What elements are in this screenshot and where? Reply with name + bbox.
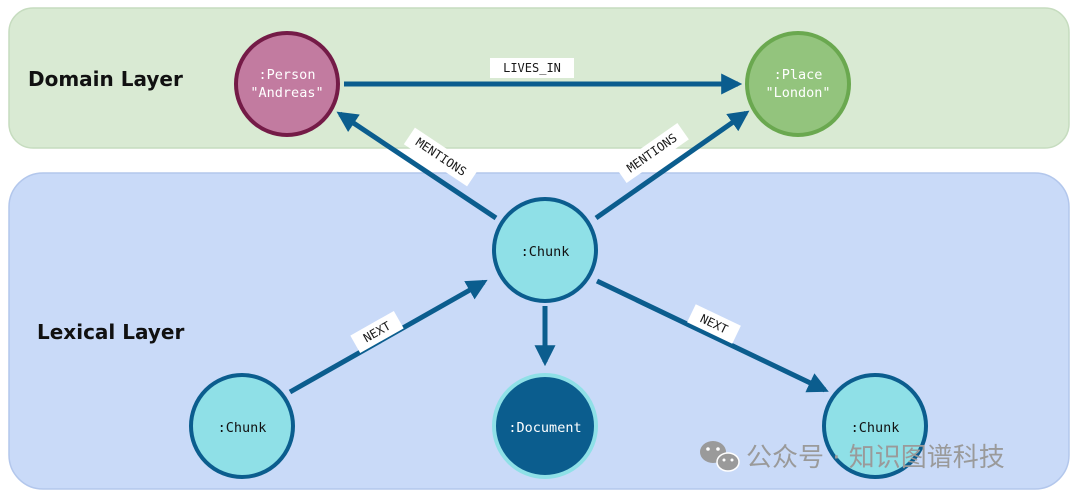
node-person-value: "Andreas" xyxy=(250,85,323,101)
edge-next-right xyxy=(595,278,829,393)
edge-mentions-place xyxy=(594,110,750,221)
edge-mentions-person xyxy=(336,111,498,221)
watermark: 公众号 · 知识图谱科技 xyxy=(700,441,1005,473)
node-person: :Person "Andreas" xyxy=(234,31,340,137)
wechat-icon xyxy=(700,441,740,472)
edge-label-lives-in-text: LIVES_IN xyxy=(503,61,561,75)
node-place-label: :Place xyxy=(774,67,823,83)
node-chunk-left: :Chunk xyxy=(189,373,295,479)
watermark-text: 公众号 · 知识图谱科技 xyxy=(746,443,1005,473)
node-document: :Document xyxy=(492,373,598,479)
node-chunk-center-label: :Chunk xyxy=(521,244,570,260)
node-place: :Place "London" xyxy=(745,31,851,137)
lexical-layer-title: Lexical Layer xyxy=(37,320,184,344)
node-document-label: :Document xyxy=(508,420,581,436)
edge-label-lives-in: LIVES_IN xyxy=(490,58,574,78)
node-chunk-right-label: :Chunk xyxy=(851,420,900,436)
node-chunk-right: :Chunk xyxy=(822,373,928,479)
edges xyxy=(288,73,829,395)
node-chunk-left-label: :Chunk xyxy=(218,420,267,436)
node-person-label: :Person xyxy=(259,67,316,83)
domain-layer-title: Domain Layer xyxy=(28,67,183,91)
node-place-value: "London" xyxy=(765,85,830,101)
node-chunk-center: :Chunk xyxy=(492,197,598,303)
